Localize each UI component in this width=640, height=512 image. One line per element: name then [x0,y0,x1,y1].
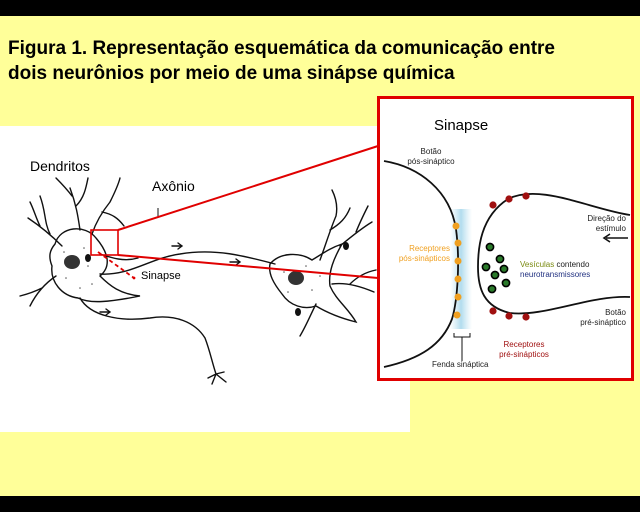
dendrite [339,205,373,247]
terminal [343,242,349,250]
synapse-detail-box: Sinapse Botão pós-sináptico Receptores p… [377,96,634,381]
botao-pos-label: Botão pós-sináptico [407,147,455,166]
post-synaptic-membrane [383,160,459,368]
dendrite [55,177,89,231]
sinapse-label: Sinapse [141,270,181,282]
receptores-pre-label: Receptores pré-sinápticos [499,340,549,359]
pre-synaptic-terminal [477,193,631,315]
slide-background: Figura 1. Representação esquemática da c… [0,16,640,496]
zoom-connector-lines [117,145,379,279]
arrow [171,242,184,250]
dendritos-label: Dendritos [30,158,90,174]
vesicles [481,242,511,294]
arrow [99,308,112,316]
fenda-bracket [453,333,471,338]
dendrite [299,303,317,337]
arrow [229,258,242,266]
terminal [85,254,91,262]
synapse-title: Sinapse [434,117,489,134]
synapse-zoom-square [90,229,119,256]
dendrite [91,177,125,235]
receptores-pos-label: Receptores pós-sinápticos [398,244,450,263]
terminal [295,308,301,316]
title-line-2: dois neurônios por meio de uma sinápse q… [8,63,455,84]
soma-right-outline [268,242,358,324]
figure-title: Figura 1. Representação esquemática da c… [8,36,633,86]
pre-synaptic-receptors [489,192,530,321]
axonio-label: Axônio [152,178,195,194]
nucleus-right [288,271,304,285]
neuron-drawing [19,177,377,385]
synapse-pointer-line [97,251,135,279]
nucleus-left [64,255,80,269]
dendrite [19,275,57,307]
dendrite [27,195,63,247]
botao-pre-label: Botão pré-sináptico [580,308,626,327]
direcao-label: Direção do estímulo [587,214,626,233]
fenda-label: Fenda sináptica [432,360,489,369]
axon-lower [79,297,227,385]
neuron-diagram-panel: Dendritos Axônio Sinapse [0,126,410,432]
title-line-1: Figura 1. Representação esquemática da c… [8,38,555,59]
post-synaptic-receptors [452,222,462,319]
synapse-drawing [383,160,631,368]
dendrite [331,269,377,293]
dendrite [319,189,351,261]
axon [99,251,276,275]
soma-left-outline [49,228,141,303]
vesiculas-label: Vesículas contendo neurotransmissores [520,260,591,279]
